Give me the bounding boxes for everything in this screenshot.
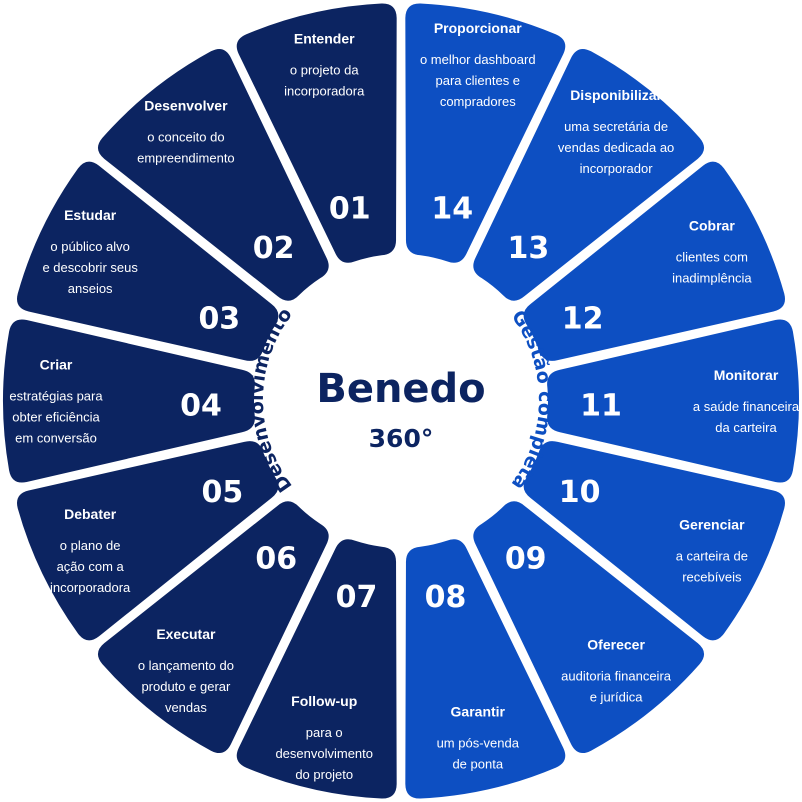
segment-shape-10	[523, 441, 785, 641]
segment-desc-06-line-2: produto e gerar	[141, 679, 231, 694]
segment-desc-05-line-3: incorporadora	[50, 580, 131, 595]
segment-number-12: 12	[562, 301, 604, 336]
segment-desc-13-line-2: vendas dedicada ao	[558, 140, 674, 155]
segment-04: 04 Criar estratégias para obter eficiência e…	[3, 319, 255, 483]
segment-title-07: Follow-up	[291, 693, 357, 709]
segments-layer: 01 Entender o projeto da incorporadora 02 Des…	[3, 3, 800, 799]
segment-13: 13 Disponibilizar uma secretária de vendas …	[473, 48, 705, 301]
segment-desc-09-line-2: e jurídica	[590, 690, 644, 705]
segment-shape-09	[473, 501, 705, 754]
segment-number-14: 14	[431, 192, 473, 227]
segment-desc-09-line-1: auditoria financeira	[561, 669, 672, 684]
center-title: Benedo	[316, 366, 485, 412]
segment-desc-11-line-1: a saúde financeira	[693, 399, 800, 414]
segment-desc-08-line-2: de ponta	[452, 756, 503, 771]
segment-shape-06	[97, 501, 329, 754]
segment-number-08: 08	[425, 580, 467, 615]
segment-number-04: 04	[180, 388, 222, 423]
segment-desc-05-line-1: o plano de	[60, 538, 121, 553]
segment-03: 03 Estudar o público alvo e descobrir seus a…	[17, 161, 279, 361]
segment-title-09: Oferecer	[587, 637, 645, 653]
segment-title-12: Cobrar	[689, 217, 735, 233]
segment-shape-02	[97, 48, 329, 301]
segment-desc-04-line-3: em conversão	[15, 431, 97, 446]
segment-01: 01 Entender o projeto da incorporadora	[236, 3, 397, 263]
segment-number-05: 05	[201, 475, 243, 510]
segment-desc-12-line-1: clientes com	[676, 249, 748, 264]
segment-14: 14 Proporcionar o melhor dashboard para cli…	[405, 3, 566, 263]
segment-desc-04-line-2: obter eficiência	[12, 410, 100, 425]
segment-desc-12-line-2: inadimplência	[672, 270, 752, 285]
segment-12: 12 Cobrar clientes com inadimplência	[523, 161, 785, 361]
segment-desc-14-line-1: o melhor dashboard	[420, 52, 536, 67]
segment-desc-01-line-1: o projeto da	[290, 63, 359, 78]
segment-number-09: 09	[505, 541, 547, 576]
segment-title-10: Gerenciar	[679, 517, 745, 533]
segment-title-04: Criar	[40, 357, 73, 373]
segment-desc-10-line-2: recebíveis	[682, 570, 742, 585]
segment-number-03: 03	[198, 301, 240, 336]
segment-desc-07-line-3: do projeto	[295, 767, 353, 782]
segment-title-08: Garantir	[451, 703, 506, 719]
segment-title-06: Executar	[156, 626, 216, 642]
segment-shape-01	[236, 3, 397, 263]
segment-shape-11	[547, 319, 799, 483]
segment-shape-04	[3, 319, 255, 483]
segment-number-02: 02	[253, 231, 295, 266]
segment-shape-13	[473, 48, 705, 301]
segment-desc-02-line-1: o conceito do	[147, 129, 224, 144]
segment-desc-02-line-2: empreendimento	[137, 150, 235, 165]
segment-desc-14-line-2: para clientes e	[435, 73, 520, 88]
segment-title-01: Entender	[294, 31, 355, 47]
segment-title-02: Desenvolver	[144, 97, 228, 113]
segment-shape-14	[405, 3, 566, 263]
segment-desc-13-line-3: incorporador	[580, 161, 654, 176]
segment-number-10: 10	[559, 475, 601, 510]
segment-shape-08	[405, 539, 566, 799]
segment-title-03: Estudar	[64, 207, 117, 223]
segment-number-07: 07	[336, 580, 378, 615]
segment-desc-07-line-2: desenvolvimento	[275, 746, 373, 761]
segment-desc-11-line-2: da carteira	[715, 420, 777, 435]
segment-title-14: Proporcionar	[434, 20, 522, 36]
segment-number-11: 11	[580, 388, 622, 423]
segment-11: 11 Monitorar a saúde financeira da carteira	[547, 319, 800, 483]
segment-title-11: Monitorar	[714, 367, 779, 383]
segment-desc-04-line-1: estratégias para	[9, 389, 103, 404]
segment-title-05: Debater	[64, 506, 117, 522]
segment-title-13: Disponibilizar	[570, 87, 662, 103]
segment-number-13: 13	[508, 231, 550, 266]
segment-desc-01-line-2: incorporadora	[284, 84, 365, 99]
segment-shape-03	[17, 161, 279, 361]
segment-desc-13-line-1: uma secretária de	[564, 119, 668, 134]
segment-shape-05	[17, 441, 279, 641]
segment-desc-14-line-3: compradores	[440, 94, 516, 109]
segment-shape-12	[523, 161, 785, 361]
segment-desc-03-line-3: anseios	[68, 281, 113, 296]
segment-number-06: 06	[255, 541, 297, 576]
segment-shape-07	[236, 539, 397, 799]
center-hub: Benedo 360°	[316, 366, 485, 453]
center-subtitle: 360°	[369, 424, 434, 453]
segment-number-01: 01	[329, 192, 371, 227]
segment-desc-03-line-2: e descobrir seus	[42, 260, 138, 275]
segment-02: 02 Desenvolver o conceito do empreendimento	[97, 48, 329, 301]
segment-desc-06-line-1: o lançamento do	[138, 658, 234, 673]
segment-desc-08-line-1: um pós-venda	[437, 735, 520, 750]
segment-desc-05-line-2: ação com a	[57, 559, 125, 574]
segment-desc-07-line-1: para o	[306, 725, 343, 740]
segment-desc-03-line-1: o público alvo	[50, 239, 130, 254]
segment-desc-10-line-1: a carteira de	[676, 549, 748, 564]
segment-desc-06-line-3: vendas	[165, 700, 207, 715]
